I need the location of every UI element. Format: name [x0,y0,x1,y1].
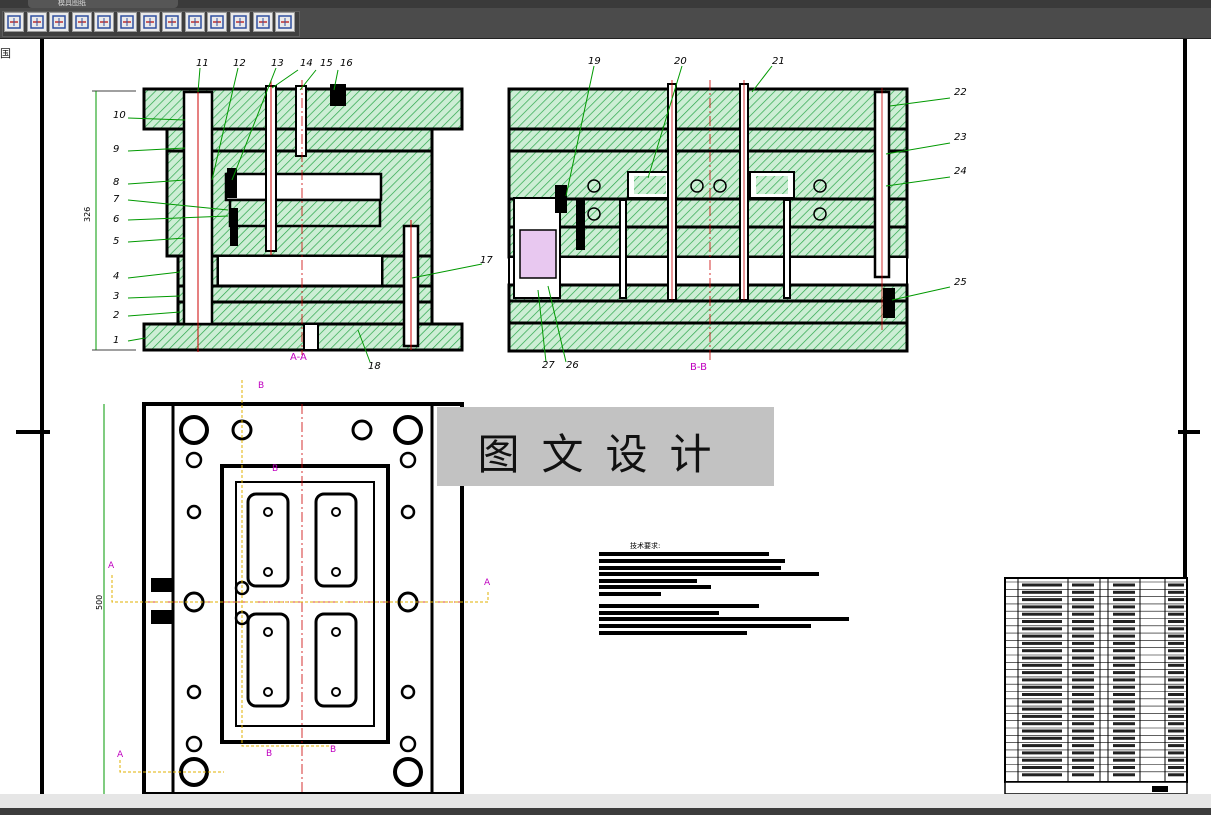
dim-height-label: 326 [83,207,92,222]
section-bb-view: B-B [507,80,909,373]
column-button[interactable] [184,12,205,32]
technical-requirements: 技术要求: [599,541,849,635]
column-icon [188,15,202,29]
funnel-icon [255,15,270,29]
clip-button[interactable] [94,12,115,32]
callout-8: 8 [113,177,119,188]
section-aa-label: A-A [290,352,307,363]
watermark-text: 图文设计 [477,430,734,479]
document-tab[interactable]: 模具图纸 [28,0,178,8]
plate-icon [165,15,179,29]
section-aa-view: 326 A-A [83,80,464,363]
drawing-canvas[interactable]: 326 A-A B-B [0,39,1211,794]
callout-18: 18 [368,361,381,372]
part-button[interactable] [4,12,24,32]
cad-drawing: 326 A-A B-B [16,39,1200,794]
callout-12: 12 [233,58,246,69]
callout-22: 22 [954,87,967,98]
callout-5: 5 [113,236,119,247]
title-block [1004,577,1188,794]
part-icon [7,15,21,29]
watermark-banner: 图文设计 [437,407,774,486]
bolt-icon [52,15,66,29]
hatch-button[interactable] [117,12,137,32]
callout-4: 4 [113,271,119,282]
funnel-button[interactable] [252,12,273,32]
leader-lines [127,65,951,363]
plan-view: 500 A A A B B B B [95,380,491,794]
callout-15: 15 [320,58,333,69]
tech-req-title: 技术要求: [630,541,660,550]
bolt-button[interactable] [49,12,70,32]
side-label: 国 [0,47,11,60]
dim-length-label: 500 [95,595,104,610]
toolbar [0,8,1211,39]
callout-14: 14 [300,58,313,69]
callout-19: 19 [588,56,601,67]
callout-7: 7 [113,194,120,205]
callout-1: 1 [113,335,119,346]
section-mark-b: B [272,464,278,474]
mold-icon [278,15,292,29]
target-button[interactable] [230,12,250,32]
callout-6: 6 [113,214,119,225]
section-mark-b: B [266,749,272,759]
callout-13: 13 [271,58,284,69]
target-icon [233,15,247,29]
section-bb-label: B-B [690,362,707,373]
callout-20: 20 [674,56,687,67]
callout-25: 25 [954,277,967,288]
hatch-icon [120,15,134,29]
mold-button[interactable] [275,12,296,32]
callout-2: 2 [113,310,119,321]
callout-24: 24 [954,166,967,177]
gear-icon [210,15,225,29]
callout-26: 26 [566,360,579,371]
callout-3: 3 [113,291,119,302]
callout-23: 23 [954,132,967,143]
section-mark-a: A [108,561,115,571]
callout-16: 16 [340,58,353,69]
callout-9: 9 [113,144,119,155]
frame-button[interactable] [71,12,92,32]
gear-button[interactable] [207,12,228,32]
table-button[interactable] [139,12,160,32]
callout-27: 27 [542,360,555,371]
plate-button[interactable] [162,12,183,32]
taskbar-strip [0,808,1211,815]
clip-icon [97,15,112,29]
callout-11: 11 [196,58,209,69]
section-mark-b: B [258,381,264,391]
section-mark-a: A [484,578,491,588]
section-mark-a: A [117,750,124,760]
callout-17: 17 [480,255,493,266]
list-button[interactable] [26,12,47,32]
callout-21: 21 [772,56,785,67]
section-mark-b: B [330,745,336,755]
callout-10: 10 [113,110,126,121]
document-tab-label: 模具图纸 [58,0,86,7]
table-icon [142,15,157,29]
list-icon [29,15,44,29]
frame-icon [75,15,89,29]
title-bar: 模具图纸 [0,0,1211,8]
